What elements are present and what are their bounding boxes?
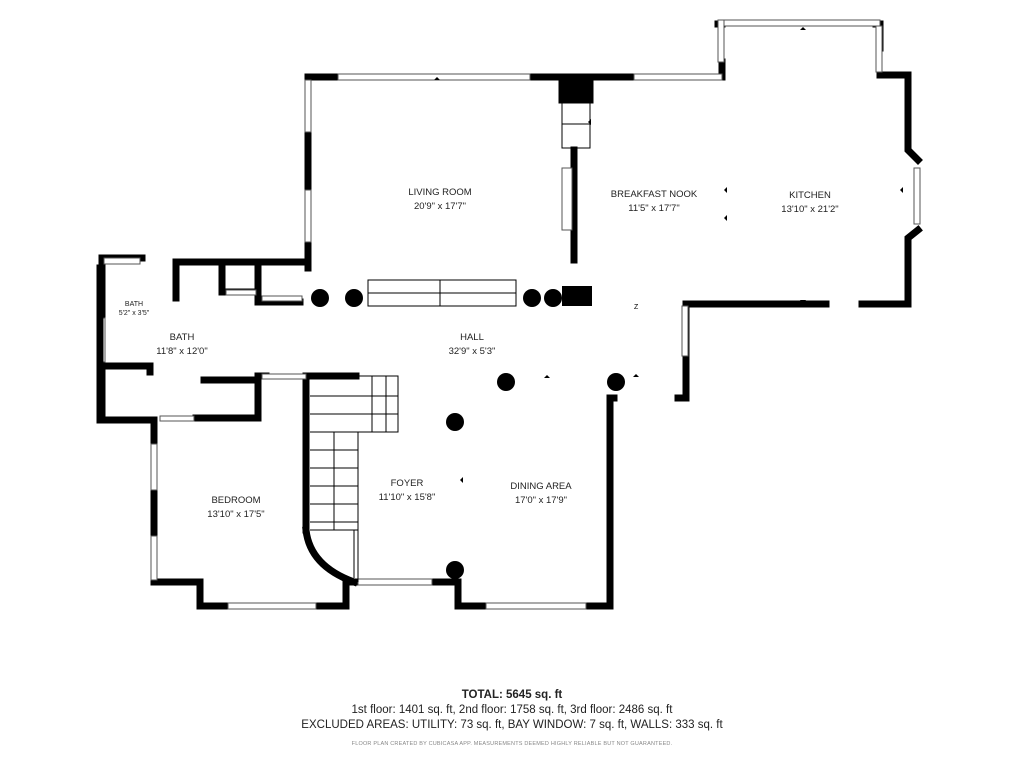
room-dimensions: 13'10" x 17'5" <box>207 509 265 520</box>
room-dimensions: 11'10" x 15'8" <box>378 492 436 503</box>
column <box>497 373 515 391</box>
room-name: LIVING ROOM <box>408 187 472 198</box>
room-dimensions: 11'5" x 17'7" <box>628 203 680 214</box>
room-name: DINING AREA <box>510 481 572 492</box>
column <box>345 289 363 307</box>
room-name: BEDROOM <box>211 495 261 506</box>
room-foyer: FOYER 11'10" x 15'8" <box>327 477 487 505</box>
room-name: FOYER <box>390 478 424 489</box>
room-dimensions: 5'2" x 3'5" <box>118 310 150 317</box>
columns <box>311 289 625 579</box>
floor-plan: Z <box>96 19 923 610</box>
room-bath: BATH 11'8" x 12'0" <box>102 331 262 359</box>
room-name: BREAKFAST NOOK <box>610 189 698 200</box>
room-name: HALL <box>460 332 484 343</box>
column <box>446 561 464 579</box>
room-name: BATH <box>169 332 195 343</box>
room-dimensions: 32'9" x 5'3" <box>448 346 496 357</box>
room-dining-area: DINING AREA 17'0" x 17'9" <box>461 480 621 508</box>
column <box>544 289 562 307</box>
room-bedroom: BEDROOM 13'10" x 17'5" <box>156 494 316 522</box>
room-kitchen: KITCHEN 13'10" x 21'2" <box>730 189 890 217</box>
floor-areas: 1st floor: 1401 sq. ft, 2nd floor: 1758 … <box>351 704 673 716</box>
room-name: BATH <box>124 301 144 308</box>
room-dimensions: 11'8" x 12'0" <box>156 346 208 357</box>
room-dimensions: 20'9" x 17'7" <box>413 201 467 212</box>
excluded-areas: EXCLUDED AREAS: UTILITY: 73 sq. ft, BAY … <box>301 719 723 731</box>
compass-mark: Z <box>634 304 639 311</box>
column <box>523 289 541 307</box>
room-hall: HALL 32'9" x 5'3" <box>392 331 552 359</box>
column <box>446 413 464 431</box>
column <box>607 373 625 391</box>
door-markers <box>434 27 903 483</box>
room-bath-small: BATH 5'2" x 3'5" <box>104 300 164 318</box>
disclaimer: FLOOR PLAN CREATED BY CUBICASA APP. MEAS… <box>351 741 673 747</box>
room-dimensions: 13'10" x 21'2" <box>781 204 839 215</box>
room-dimensions: 17'0" x 17'9" <box>514 495 568 506</box>
area-summary: TOTAL: 5645 sq. ft 1st floor: 1401 sq. f… <box>0 688 1024 752</box>
total-area: TOTAL: 5645 sq. ft <box>461 689 563 701</box>
room-name: KITCHEN <box>789 190 831 201</box>
room-breakfast-nook: BREAKFAST NOOK 11'5" x 17'7" <box>574 188 734 216</box>
room-living: LIVING ROOM 20'9" x 17'7" <box>360 186 520 214</box>
windows <box>98 19 921 610</box>
interior-walls <box>96 73 594 587</box>
column <box>311 289 329 307</box>
